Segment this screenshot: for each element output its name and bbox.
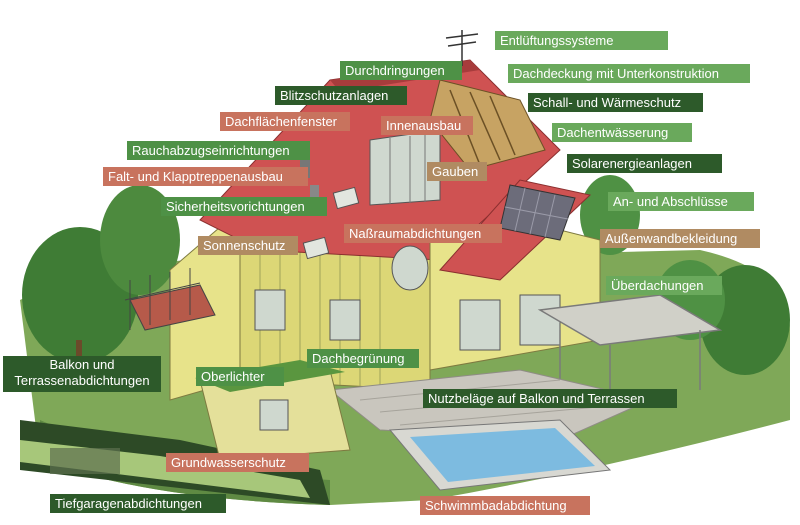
label-balkon-und-terrassenabdichtungen: Balkon und Terrassenabdichtungen [3, 356, 161, 392]
tree-trunk [76, 340, 82, 370]
label-dachdeckung: Dachdeckung mit Unterkonstruktion [508, 64, 750, 83]
solar-panel [499, 184, 576, 241]
label-tiefgaragenabdichtungen: Tiefgaragenabdichtungen [50, 494, 226, 513]
vent-2 [310, 185, 319, 199]
roof-window-2 [302, 236, 330, 260]
label-an-und-abschluesse: An- und Abschlüsse [608, 192, 754, 211]
label-schwimmbadabdichtung: Schwimmbadabdichtung [420, 496, 590, 515]
label-gauben: Gauben [427, 162, 487, 181]
roof-cutaway [429, 79, 546, 171]
label-entlueftungssysteme: Entlüftungssysteme [495, 31, 668, 50]
window-main-1 [254, 289, 286, 331]
label-oberlichter: Oberlichter [196, 367, 284, 386]
antenna [445, 30, 479, 66]
label-durchdringungen: Durchdringungen [340, 61, 462, 80]
label-innenausbau: Innenausbau [381, 116, 473, 135]
window-front-1 [459, 299, 501, 351]
label-nassraumabdichtungen: Naßraumabdichtungen [344, 224, 502, 243]
label-solarenergieanlagen: Solarenergieanlagen [567, 154, 722, 173]
lower-window [259, 399, 289, 431]
label-aussenwandbekleidung: Außenwandbekleidung [600, 229, 760, 248]
label-sonnenschutz: Sonnenschutz [198, 236, 298, 255]
roof-window-1 [332, 186, 360, 210]
label-rauchabzugseinrichtungen: Rauchabzugseinrichtungen [127, 141, 310, 160]
label-balkon-text: Balkon und Terrassenabdichtungen [14, 357, 150, 388]
label-ueberdachungen: Überdachungen [606, 276, 722, 295]
label-grundwasserschutz: Grundwasserschutz [166, 453, 309, 472]
label-dachentwaesserung: Dachentwässerung [552, 123, 692, 142]
label-blitzschutzanlagen: Blitzschutzanlagen [275, 86, 407, 105]
window-main-2 [329, 299, 361, 341]
solar-grid [504, 187, 569, 238]
label-schall-und-waermeschutz: Schall- und Wärmeschutz [528, 93, 703, 112]
label-sicherheitsvorichtungen: Sicherheitsvorichtungen [161, 197, 327, 216]
label-falt-und-klapptreppenausbau: Falt- und Klapptreppenausbau [103, 167, 308, 186]
window-front-2 [519, 294, 561, 346]
pool-water [410, 428, 595, 482]
tree-left-2 [100, 185, 180, 295]
label-dachbegruenung: Dachbegrünung [307, 349, 419, 368]
dormer-glazing [389, 133, 426, 204]
balcony [124, 268, 216, 331]
round-window [391, 245, 429, 291]
garage-opening [50, 448, 120, 474]
label-dachflaechenfenster: Dachflächenfenster [220, 112, 350, 131]
label-nutzbelaege: Nutzbeläge auf Balkon und Terrassen [423, 389, 677, 408]
